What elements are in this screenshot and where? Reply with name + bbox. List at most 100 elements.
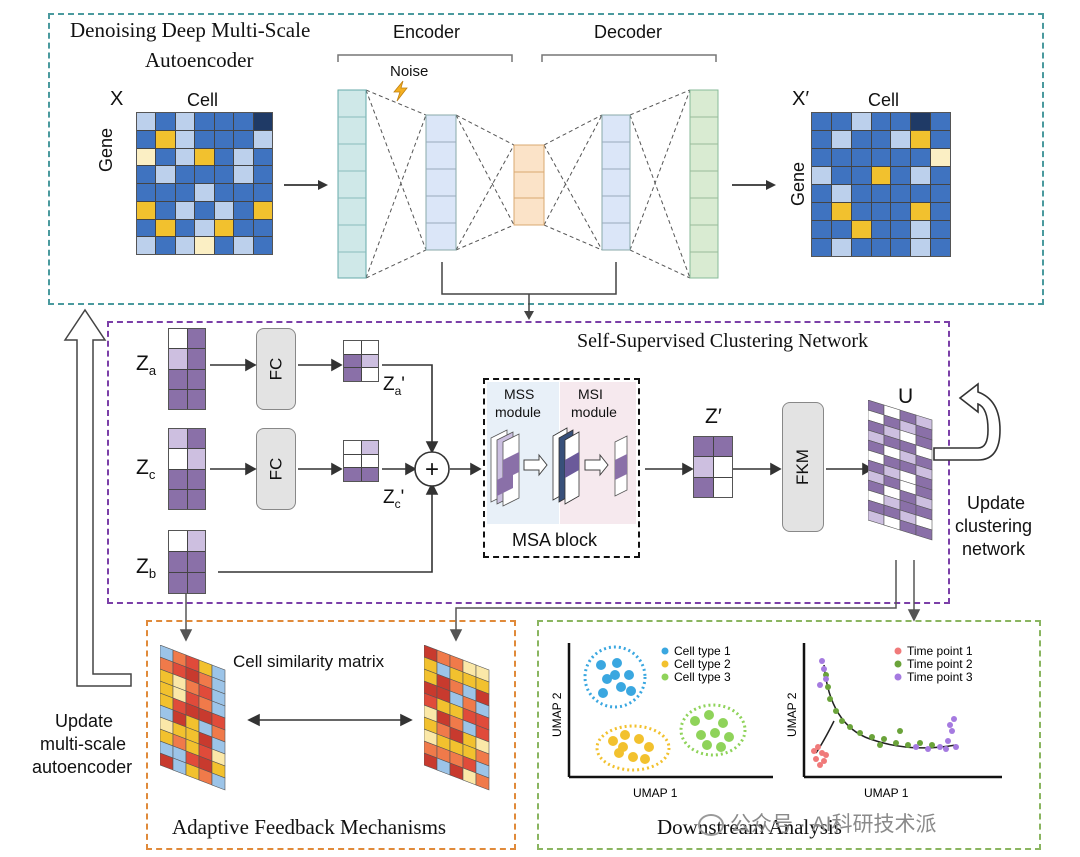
similarity-matrix-right [424, 645, 490, 791]
matrix-cell [137, 201, 156, 219]
matrix-cell [812, 149, 831, 166]
matrix-cell [214, 237, 234, 254]
chart1-points [583, 645, 747, 772]
legend-marker [661, 647, 669, 655]
matrix-cell [831, 149, 851, 166]
matrix-cell [891, 203, 911, 220]
matrix-cell [187, 389, 205, 409]
matrix-cell [713, 457, 732, 477]
feedback-title: Adaptive Feedback Mechanisms [172, 815, 447, 839]
u-label: U [898, 385, 914, 408]
matrix-cell [169, 389, 187, 409]
zc-prime-matrix [343, 440, 379, 482]
input-matrix-symbol: X [110, 88, 124, 110]
matrix-cell [931, 185, 950, 202]
matrix-cell [911, 149, 931, 166]
za-main: Z [136, 352, 149, 375]
cluster-outline [679, 703, 747, 757]
matrix-cell [214, 148, 234, 166]
cluster-outline [595, 724, 671, 772]
chart-point [847, 724, 853, 730]
za-matrix [168, 328, 206, 410]
module-arrow-1 [523, 453, 548, 477]
zc-main: Z [136, 456, 149, 479]
matrix-cell [234, 148, 253, 166]
downstream-title: Downstream Analysis [657, 815, 842, 839]
matrix-cell [851, 239, 871, 256]
chart-point [913, 744, 919, 750]
matrix-cell [214, 113, 234, 130]
matrix-cell [891, 149, 911, 166]
za-prime-subscript: a [394, 383, 402, 398]
legend-marker [894, 647, 902, 655]
decoder-hidden-layer [601, 114, 631, 251]
matrix-cell [253, 219, 272, 237]
matrix-cell [234, 130, 253, 148]
matrix-cell [195, 201, 214, 219]
matrix-cell [169, 552, 187, 572]
autoencoder-title-line1: Denoising Deep Multi-Scale [70, 18, 311, 42]
input-matrix-row-label: Gene [96, 127, 116, 172]
matrix-cell [156, 184, 175, 201]
chart-point [949, 728, 955, 734]
matrix-cell [169, 449, 187, 469]
matrix-cell [361, 341, 378, 354]
matrix-cell [137, 148, 156, 166]
matrix-cell [915, 524, 933, 541]
matrix-cell [253, 237, 272, 254]
zc-prime-label: Zc' [383, 487, 405, 511]
input-arrow [284, 180, 328, 190]
chart-point [817, 682, 823, 688]
za-prime-mark: ' [401, 374, 405, 395]
input-layer [337, 89, 367, 279]
chart-point [823, 676, 829, 682]
matrix-cell [169, 369, 187, 389]
legend-marker [894, 673, 902, 681]
matrix-cell [187, 552, 205, 572]
trajectory-branch [815, 720, 835, 754]
matrix-cell [156, 237, 175, 254]
update-clustering-line1: Update [967, 493, 1026, 513]
latent-output-connector [441, 262, 617, 320]
matrix-cell [911, 185, 931, 202]
z-prime-label: Z′ [705, 405, 722, 428]
matrix-cell [234, 237, 253, 254]
update-autoencoder-line3: autoencoder [32, 757, 133, 777]
input-matrix [136, 112, 273, 255]
zc-prime-mark: ' [400, 487, 405, 508]
matrix-cell [169, 573, 187, 593]
downstream-panel [537, 620, 1041, 850]
output-matrix [811, 112, 951, 257]
update-clustering-arrow [933, 382, 1001, 461]
matrix-cell [169, 489, 187, 509]
matrix-cell [187, 369, 205, 389]
matrix-cell [211, 772, 226, 791]
chart-point [596, 660, 606, 670]
za-prime-label: Za' [383, 374, 405, 398]
msa-internal-graphic [490, 427, 628, 507]
plus-symbol: + [425, 456, 439, 483]
output-layer [689, 89, 719, 279]
matrix-cell [175, 148, 195, 166]
matrix-cell [187, 531, 205, 551]
chart-point [640, 754, 650, 764]
chart-point [821, 666, 827, 672]
msi-label-line1: MSI [578, 386, 603, 402]
matrix-cell [812, 167, 831, 184]
matrix-cell [344, 354, 361, 368]
matrix-cell [195, 237, 214, 254]
matrix-cell [871, 185, 891, 202]
matrix-cell [195, 148, 214, 166]
matrix-cell [911, 221, 931, 238]
matrix-cell [137, 166, 156, 183]
zb-label: Zb [136, 555, 156, 581]
matrix-cell [871, 113, 891, 130]
wechat-icon [698, 814, 724, 837]
chart-point [839, 718, 845, 724]
msi-label-line2: module [571, 404, 617, 420]
matrix-cell [156, 166, 175, 183]
matrix-cell [137, 130, 156, 148]
matrix-cell [187, 489, 205, 509]
watermark: 公众号 · AI科研技术派 [698, 808, 937, 838]
